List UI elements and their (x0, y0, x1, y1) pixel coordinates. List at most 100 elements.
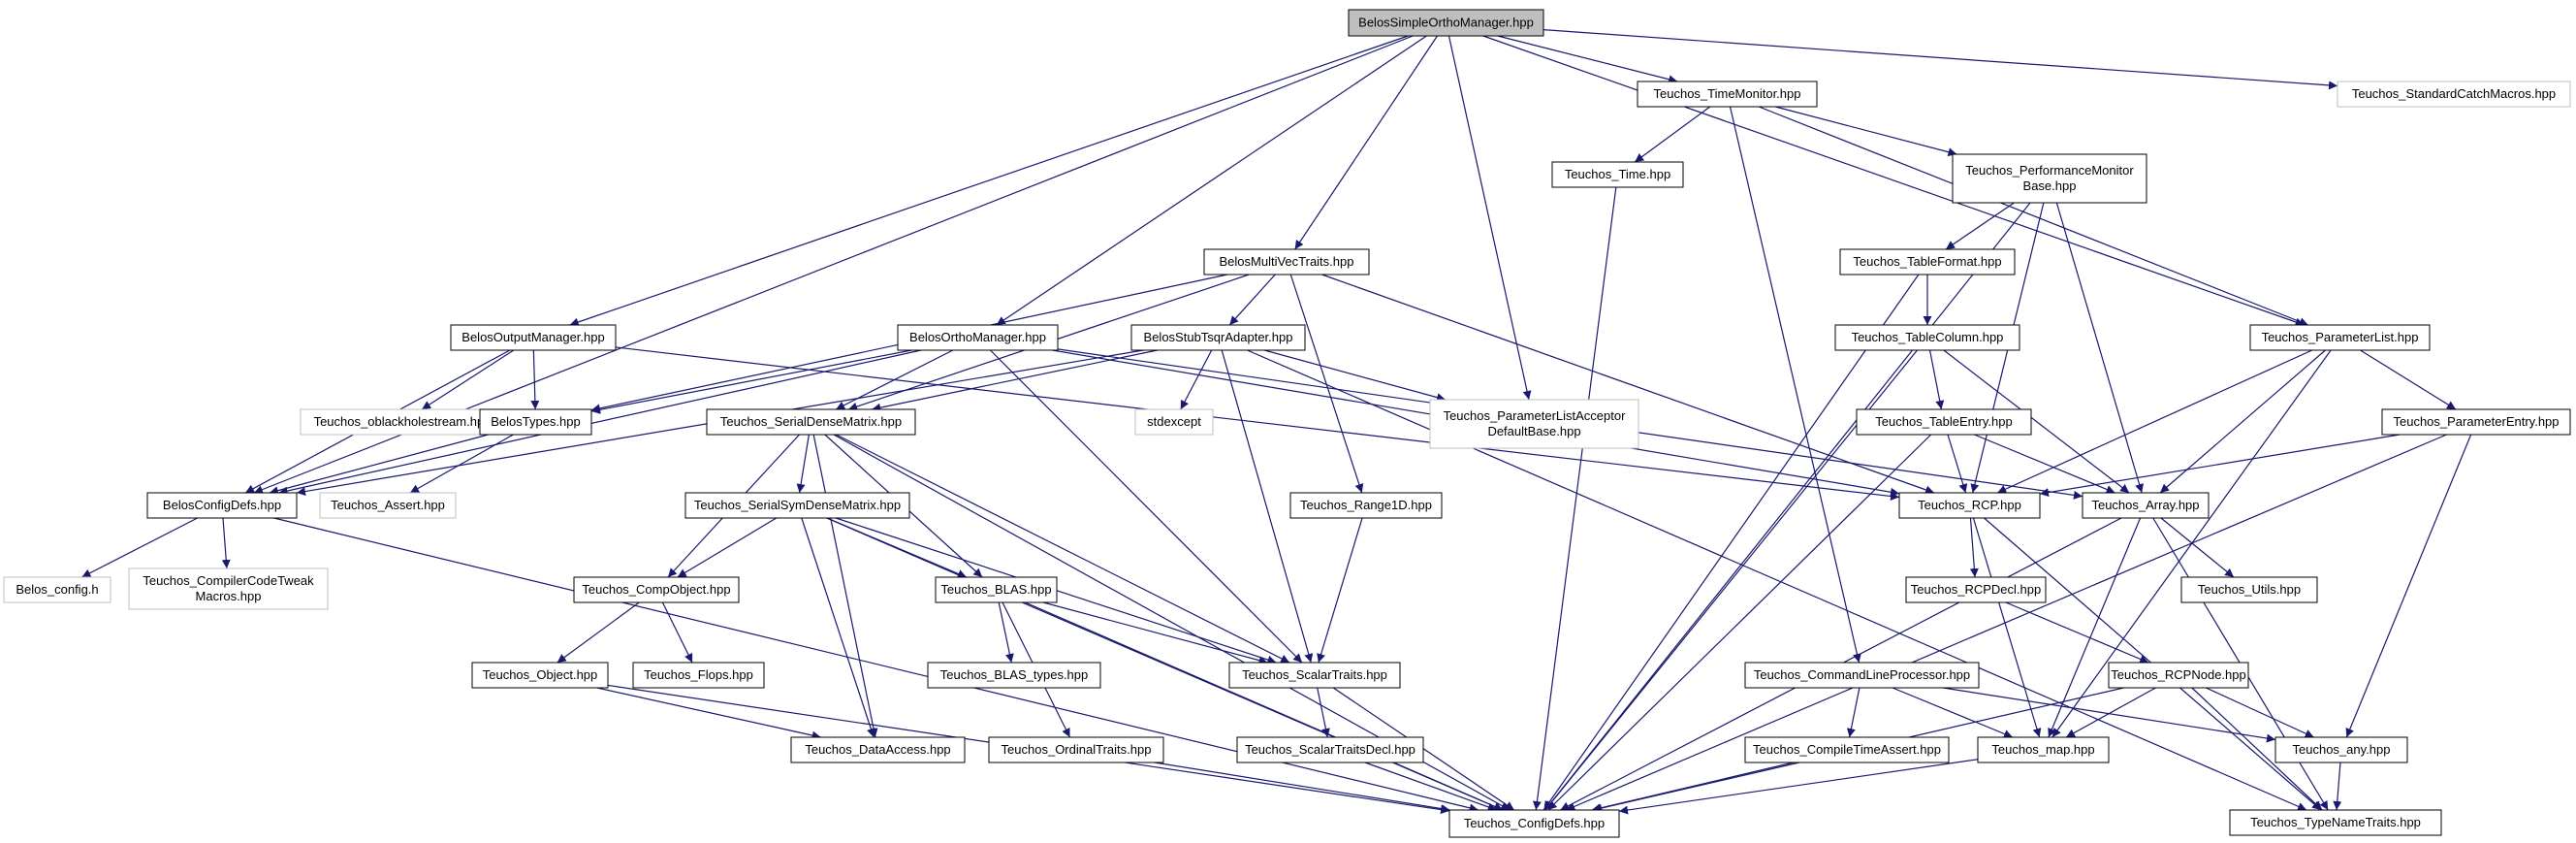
node-label: Teuchos_TableFormat.hpp (1853, 254, 2001, 269)
node-label: BelosStubTsqrAdapter.hpp (1144, 330, 1293, 344)
node-compobj[interactable]: Teuchos_CompObject.hpp (573, 576, 740, 603)
node-time[interactable]: Teuchos_Time.hpp (1551, 161, 1684, 188)
node-box (927, 662, 1101, 689)
node-root[interactable]: BelosSimpleOrthoManager.hpp (1348, 9, 1544, 37)
node-label: Base.hpp (2023, 178, 2077, 193)
node-box (128, 567, 329, 610)
node-box (1236, 736, 1424, 763)
node-label: BelosSimpleOrthoManager.hpp (1358, 16, 1534, 30)
node-assert: Teuchos_Assert.hpp (319, 492, 457, 519)
node-rcp[interactable]: Teuchos_RCP.hpp (1898, 492, 2041, 519)
edge-scalartraits-to-stdecl (1317, 687, 1330, 738)
edge-compobj-to-object (557, 601, 640, 664)
node-tablefmt[interactable]: Teuchos_TableFormat.hpp (1839, 248, 2016, 276)
edge-rcp-to-rcpdecl (1969, 517, 1979, 578)
node-box (1448, 809, 1620, 838)
node-object[interactable]: Teuchos_Object.hpp (471, 662, 609, 689)
node-typename[interactable]: Teuchos_TypeNameTraits.hpp (2229, 809, 2442, 836)
node-label: Teuchos_Range1D.hpp (1300, 498, 1432, 512)
node-box (471, 662, 609, 689)
node-blas[interactable]: Teuchos_BLAS.hpp (935, 576, 1058, 603)
node-rcpnode[interactable]: Teuchos_RCPNode.hpp (2108, 662, 2249, 689)
edge-tablecol-to-array (1943, 349, 2130, 494)
node-mvtraits[interactable]: BelosMultiVecTraits.hpp (1203, 248, 1370, 276)
node-stubtsqr[interactable]: BelosStubTsqrAdapter.hpp (1130, 324, 1306, 351)
node-orthomgr[interactable]: BelosOrthoManager.hpp (897, 324, 1059, 351)
node-tableentry[interactable]: Teuchos_TableEntry.hpp (1856, 408, 2032, 436)
node-timemon[interactable]: Teuchos_TimeMonitor.hpp (1637, 81, 1818, 108)
node-box (2249, 324, 2431, 351)
edge-stdecl-to-tconfig (1364, 762, 1497, 812)
edge-rcpnode-to-any (2206, 687, 2314, 738)
node-clp[interactable]: Teuchos_CommandLineProcessor.hpp (1744, 662, 1980, 689)
edge-sdm-to-dataaccess (812, 434, 878, 738)
node-label: Teuchos_DataAccess.hpp (805, 742, 950, 757)
node-box (1203, 248, 1370, 276)
node-cta[interactable]: Teuchos_CompileTimeAssert.hpp (1744, 736, 1950, 763)
edge-stubtsqr-to-scalartraits (1221, 349, 1314, 664)
node-box (573, 576, 740, 603)
node-pentry[interactable]: Teuchos_ParameterEntry.hpp (2381, 408, 2571, 436)
node-ordinaltraits[interactable]: Teuchos_OrdinalTraits.hpp (988, 736, 1164, 763)
node-outmgr[interactable]: BelosOutputManager.hpp (450, 324, 617, 351)
edge-root-to-outmgr (569, 35, 1409, 327)
node-placcept: Teuchos_ParameterListAcceptorDefaultBase… (1429, 399, 1639, 449)
node-ssdm[interactable]: Teuchos_SerialSymDenseMatrix.hpp (684, 492, 910, 519)
node-label: BelosOrthoManager.hpp (909, 330, 1046, 344)
node-label: BelosTypes.hpp (491, 414, 581, 429)
node-box (790, 736, 966, 763)
node-stdexcept: stdexcept (1134, 408, 1214, 436)
node-label: Teuchos_RCPDecl.hpp (1911, 582, 2041, 597)
node-label: Teuchos_StandardCatchMacros.hpp (2352, 86, 2556, 101)
edge-map-to-tconfig (1618, 759, 1979, 815)
node-label: BelosMultiVecTraits.hpp (1220, 254, 1354, 269)
node-array[interactable]: Teuchos_Array.hpp (2082, 492, 2210, 519)
node-belostypes[interactable]: BelosTypes.hpp (479, 408, 592, 436)
edge-root-to-plist (1482, 35, 2305, 327)
node-flops[interactable]: Teuchos_Flops.hpp (632, 662, 765, 689)
node-map[interactable]: Teuchos_map.hpp (1977, 736, 2110, 763)
node-any[interactable]: Teuchos_any.hpp (2274, 736, 2408, 763)
edge-pentry-to-tconfig (1566, 434, 2447, 811)
edge-cta-to-tconfig (1591, 762, 1794, 813)
node-label: Teuchos_PerformanceMonitor (1965, 163, 2134, 178)
edge-mvtraits-to-stubtsqr (1228, 274, 1276, 326)
node-box (1834, 324, 2020, 351)
node-plist[interactable]: Teuchos_ParameterList.hpp (2249, 324, 2431, 351)
node-label: Teuchos_ParameterList.hpp (2262, 330, 2419, 344)
edge-clp-to-map (1892, 687, 2014, 738)
edge-root-to-catch (1542, 29, 2338, 90)
node-dataaccess[interactable]: Teuchos_DataAccess.hpp (790, 736, 966, 763)
node-label: Teuchos_any.hpp (2293, 742, 2391, 757)
edge-outmgr-to-belostypes (530, 349, 540, 410)
edge-root-to-placcept (1447, 35, 1532, 401)
node-box (450, 324, 617, 351)
node-rcpdecl[interactable]: Teuchos_RCPDecl.hpp (1905, 576, 2047, 603)
node-tconfig[interactable]: Teuchos_ConfigDefs.hpp (1448, 809, 1620, 838)
node-box (2082, 492, 2210, 519)
node-tablecol[interactable]: Teuchos_TableColumn.hpp (1834, 324, 2020, 351)
edge-clp-to-cta (1846, 687, 1860, 738)
node-sdm[interactable]: Teuchos_SerialDenseMatrix.hpp (706, 408, 916, 436)
node-scalartraits[interactable]: Teuchos_ScalarTraits.hpp (1228, 662, 1401, 689)
node-utils[interactable]: Teuchos_Utils.hpp (2180, 576, 2318, 603)
edge-range1d-to-scalartraits (1317, 517, 1363, 664)
node-stdecl[interactable]: Teuchos_ScalarTraitsDecl.hpp (1236, 736, 1424, 763)
node-box (1134, 408, 1214, 436)
node-label: Teuchos_CompilerCodeTweak (143, 573, 314, 588)
node-configdefs[interactable]: BelosConfigDefs.hpp (146, 492, 298, 519)
node-range1d[interactable]: Teuchos_Range1D.hpp (1289, 492, 1443, 519)
node-label: stdexcept (1147, 414, 1201, 429)
edge-perf-to-tconfig (1544, 202, 2031, 811)
node-label: Teuchos_SerialDenseMatrix.hpp (720, 414, 902, 429)
node-label: Teuchos_BLAS_types.hpp (940, 667, 1089, 682)
edge-rcpnode-to-map (2065, 687, 2156, 738)
node-blastypes[interactable]: Teuchos_BLAS_types.hpp (927, 662, 1101, 689)
node-box (2337, 81, 2571, 108)
edge-tableentry-to-array (1974, 434, 2115, 494)
edge-compobj-to-flops (661, 601, 693, 664)
edge-tablefmt-to-tconfig (1542, 274, 1920, 811)
edge-sdm-to-ssdm (796, 434, 810, 494)
